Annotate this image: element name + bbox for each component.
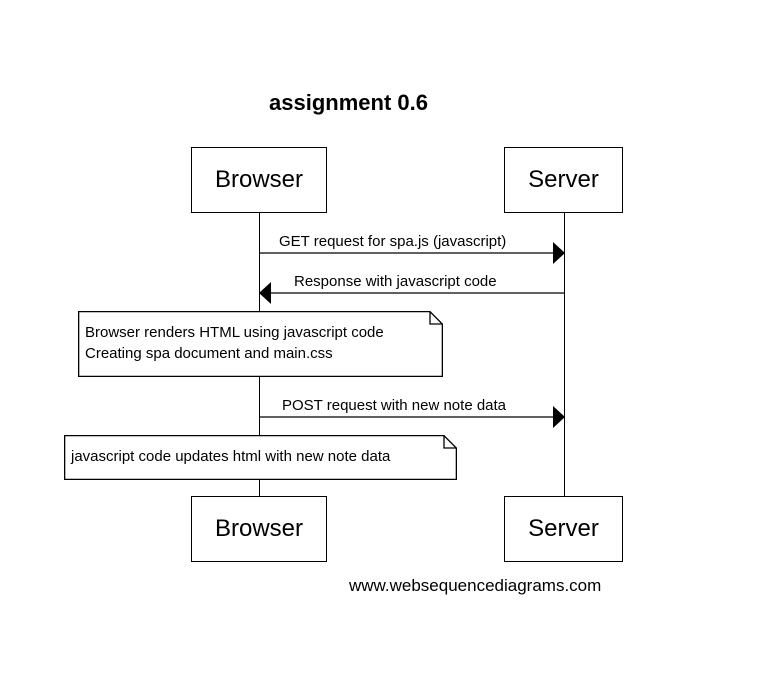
response-arrowhead [259, 282, 271, 304]
participant-browser-top: Browser [191, 147, 327, 213]
message-label-post: POST request with new note data [282, 397, 507, 414]
participant-server-bottom: Server [504, 496, 623, 562]
get-request-arrowhead [553, 242, 565, 264]
participant-server-top: Server [504, 147, 623, 213]
participant-label: Browser [214, 166, 304, 193]
message-label-get: GET request for spa.js (javascript) [279, 233, 507, 250]
participant-label: Browser [214, 515, 304, 542]
note-render-box [78, 311, 443, 377]
participant-browser-bottom: Browser [191, 496, 327, 562]
post-request-arrowhead [553, 406, 565, 428]
participant-label: Server [528, 515, 599, 542]
note-update: javascript code updates html with new no… [64, 435, 457, 480]
note-render-line-1: Browser renders HTML using javascript co… [85, 324, 384, 341]
message-label-response: Response with javascript code [294, 273, 497, 290]
footer-link[interactable]: www.websequencediagrams.com [349, 576, 602, 595]
note-render-line-2: Creating spa document and main.css [85, 345, 333, 362]
participant-label: Server [528, 166, 599, 193]
note-update-box [64, 435, 457, 480]
note-render: Browser renders HTML using javascript co… [78, 311, 443, 377]
server-lifeline [564, 213, 565, 496]
note-update-line-1: javascript code updates html with new no… [71, 448, 391, 465]
diagram-title: assignment 0.6 [269, 90, 428, 115]
